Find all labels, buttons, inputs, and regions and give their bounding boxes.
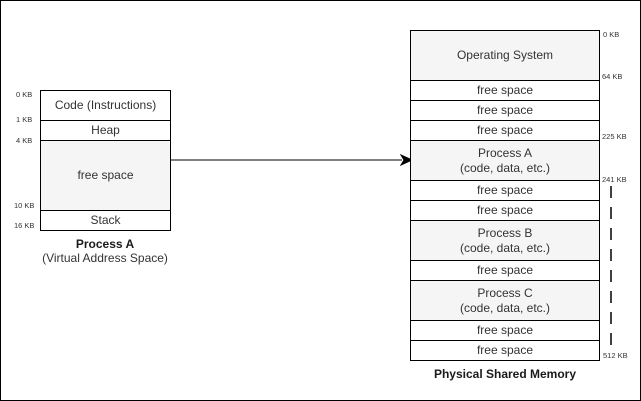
virtual-space-caption: Process A (Virtual Address Space): [30, 237, 180, 265]
virtual-free-segment: free space: [40, 140, 171, 211]
virtual-code-label: Code (Instructions): [54, 98, 157, 112]
process-b-detail: (code, data, etc.): [459, 240, 551, 255]
virtual-heap-label: Heap: [91, 123, 120, 137]
virtual-free-label: free space: [77, 168, 134, 182]
virtual-tick-1kb: 1 KB: [16, 115, 33, 124]
physical-free-3-label: free space: [476, 123, 534, 137]
physical-free-6: free space: [410, 260, 600, 281]
physical-free-2-label: free space: [476, 103, 534, 117]
dashed-range-line: [610, 186, 612, 346]
mapping-arrow: [170, 153, 414, 167]
physical-free-8: free space: [410, 340, 600, 361]
physical-free-4: free space: [410, 180, 600, 201]
physical-free-1: free space: [410, 80, 600, 101]
physical-tick-225kb: 225 KB: [602, 132, 627, 141]
process-a-block: Process A (code, data, etc.): [410, 140, 600, 181]
process-c-name: Process C: [477, 285, 533, 300]
physical-free-5: free space: [410, 200, 600, 221]
physical-free-1-label: free space: [476, 83, 534, 97]
physical-free-6-label: free space: [476, 263, 534, 277]
process-b-name: Process B: [477, 225, 533, 240]
virtual-tick-10kb: 10 KB: [14, 201, 35, 210]
virtual-space-title: Process A: [75, 237, 135, 251]
virtual-tick-0kb: 0 KB: [16, 90, 33, 99]
virtual-space-subtitle: (Virtual Address Space): [42, 251, 168, 265]
arrowhead-icon: [399, 153, 414, 167]
physical-free-2: free space: [410, 100, 600, 121]
process-a-name: Process A: [477, 145, 533, 160]
os-block: Operating System: [410, 30, 600, 81]
virtual-tick-16kb: 16 KB: [14, 221, 35, 230]
process-c-block: Process C (code, data, etc.): [410, 280, 600, 321]
virtual-heap-segment: Heap: [40, 120, 171, 141]
physical-tick-512kb: 512 KB: [603, 351, 628, 360]
physical-tick-0kb: 0 KB: [603, 30, 620, 39]
virtual-stack-label: Stack: [90, 213, 121, 227]
virtual-code-segment: Code (Instructions): [40, 90, 171, 121]
virtual-stack-segment: Stack: [40, 210, 171, 231]
physical-free-7: free space: [410, 320, 600, 341]
physical-tick-241kb: 241 KB: [602, 175, 627, 184]
process-b-block: Process B (code, data, etc.): [410, 220, 600, 261]
os-label: Operating System: [456, 48, 554, 62]
process-c-detail: (code, data, etc.): [459, 300, 551, 315]
process-a-detail: (code, data, etc.): [459, 160, 551, 175]
physical-free-5-label: free space: [476, 203, 534, 217]
physical-free-7-label: free space: [476, 323, 534, 337]
physical-free-4-label: free space: [476, 183, 534, 197]
physical-free-3: free space: [410, 120, 600, 141]
physical-tick-64kb: 64 KB: [602, 72, 623, 81]
virtual-tick-4kb: 4 KB: [16, 136, 33, 145]
physical-free-8-label: free space: [476, 343, 534, 357]
physical-memory-caption: Physical Shared Memory: [433, 367, 577, 381]
